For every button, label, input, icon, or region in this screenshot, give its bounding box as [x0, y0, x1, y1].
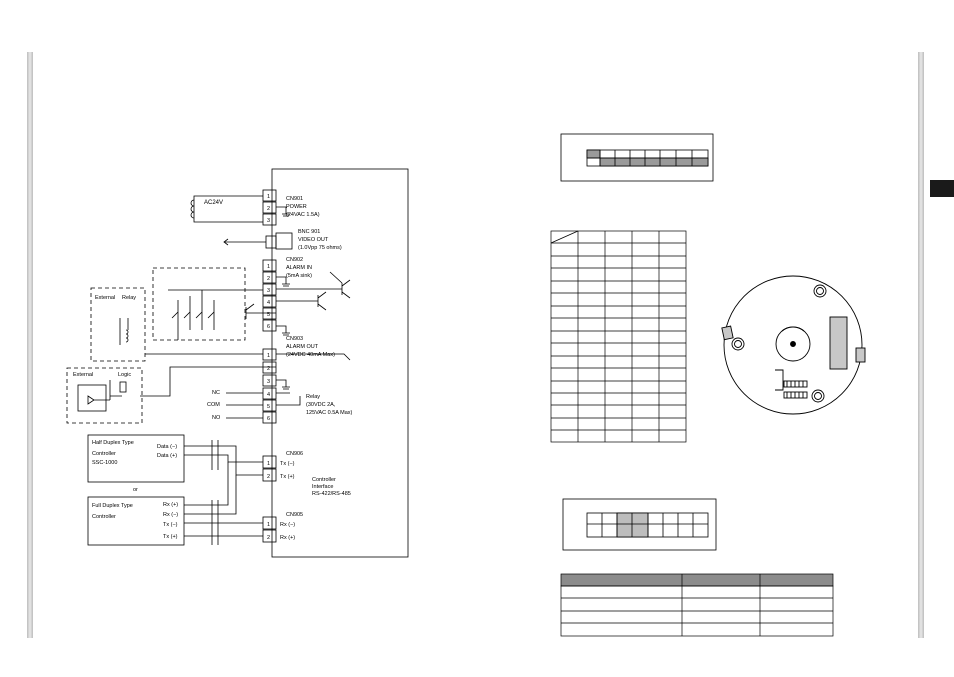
pin-label: 1: [267, 264, 270, 270]
cn902-label: CN902: [286, 257, 303, 263]
cn902-line1: ALARM IN: [286, 265, 312, 271]
external-logic-right: Logic: [118, 372, 131, 378]
bnc901-label: BNC 901: [298, 229, 320, 235]
pin-label: 1: [267, 461, 270, 467]
half-duplex-data-minus: Data (−): [157, 444, 177, 450]
dip-switch-table-top: [560, 133, 714, 182]
full-duplex-line2: Controller: [92, 514, 116, 520]
cn905-rx-plus: Rx (+): [280, 535, 295, 541]
right-margin-bar: [918, 52, 924, 638]
cn901-label: CN901: [286, 196, 303, 202]
pin-label: 1: [267, 522, 270, 528]
relay-label: Relay: [306, 394, 320, 400]
cn906-tx-plus: Tx (+): [280, 474, 295, 480]
full-duplex-tx-plus: Tx (+): [163, 534, 178, 540]
cn905-label: CN905: [286, 512, 303, 518]
pin-label: 4: [267, 392, 270, 398]
left-margin-bar: [27, 52, 33, 638]
terminal-cn903: [262, 348, 277, 424]
bnc-connector: [265, 235, 277, 249]
relay-line1: (30VDC 2A,: [306, 402, 336, 408]
external-logic-left: External: [73, 372, 93, 378]
spec-table: [560, 573, 834, 637]
terminal-cn901: [262, 189, 277, 226]
ac24v-label: AC24V: [204, 200, 223, 206]
no-label: NO: [212, 415, 221, 421]
full-duplex-tx-minus: Tx (−): [163, 522, 178, 528]
com-label: COM: [207, 402, 220, 408]
connector-board: [271, 168, 409, 558]
cn903-line1: ALARM OUT: [286, 344, 319, 350]
cn903-label: CN903: [286, 336, 303, 342]
controller-interface-line2: Interface: [312, 484, 333, 490]
cn905-rx-minus: Rx (−): [280, 522, 295, 528]
pin-label: 2: [267, 206, 270, 212]
terminal-cn902: [262, 259, 277, 332]
cn906-tx-minus: Tx (−): [280, 461, 295, 467]
pin-label: 3: [267, 379, 270, 385]
dip-switch-table-bottom: [562, 498, 717, 551]
bnc901-line2: (1.0Vpp 75 ohms): [298, 245, 342, 251]
full-duplex-line1: Full Duplex Type: [92, 503, 133, 509]
controller-interface-line3: RS-422/RS-485: [312, 491, 351, 497]
pin-label: 5: [267, 312, 270, 318]
cn906-label: CN906: [286, 451, 303, 457]
relay-line2: 125VAC 0.5A Max): [306, 410, 353, 416]
pin-label: 3: [267, 288, 270, 294]
nc-label: NC: [212, 390, 220, 396]
cn902-line2: (5mA sink): [286, 273, 312, 279]
pin-label: 1: [267, 353, 270, 359]
or-label: or: [133, 487, 138, 493]
cn901-line2: (24VAC 1.5A): [286, 212, 320, 218]
pin-label: 2: [267, 276, 270, 282]
controller-interface-line1: Controller: [312, 477, 336, 483]
pin-label: 1: [267, 194, 270, 200]
chapter-tab: [930, 180, 954, 197]
pin-label: 2: [267, 366, 270, 372]
half-duplex-line2: Controller: [92, 451, 116, 457]
cn901-line1: POWER: [286, 204, 307, 210]
half-duplex-data-plus: Data (+): [157, 453, 177, 459]
full-duplex-rx-minus: Rx (−): [163, 512, 178, 518]
half-duplex-line3: SSC-1000: [92, 460, 117, 466]
pin-label: 6: [267, 324, 270, 330]
full-duplex-rx-plus: Rx (+): [163, 502, 178, 508]
pin-label: 4: [267, 300, 270, 306]
cn903-line2: (24VDC 40mA Max): [286, 352, 335, 358]
pin-label: 6: [267, 416, 270, 422]
address-grid-table: [550, 230, 687, 443]
half-duplex-line1: Half Duplex Type: [92, 440, 134, 446]
pin-label: 3: [267, 218, 270, 224]
full-duplex-controller: [87, 496, 185, 546]
pin-label: 5: [267, 404, 270, 410]
pin-label: 2: [267, 535, 270, 541]
half-duplex-controller: [87, 434, 185, 483]
camera-board-diagram: [721, 275, 866, 415]
external-relay-left: External: [95, 295, 115, 301]
pin-label: 2: [267, 474, 270, 480]
external-relay-right: Relay: [122, 295, 136, 301]
bnc901-line1: VIDEO OUT: [298, 237, 329, 243]
